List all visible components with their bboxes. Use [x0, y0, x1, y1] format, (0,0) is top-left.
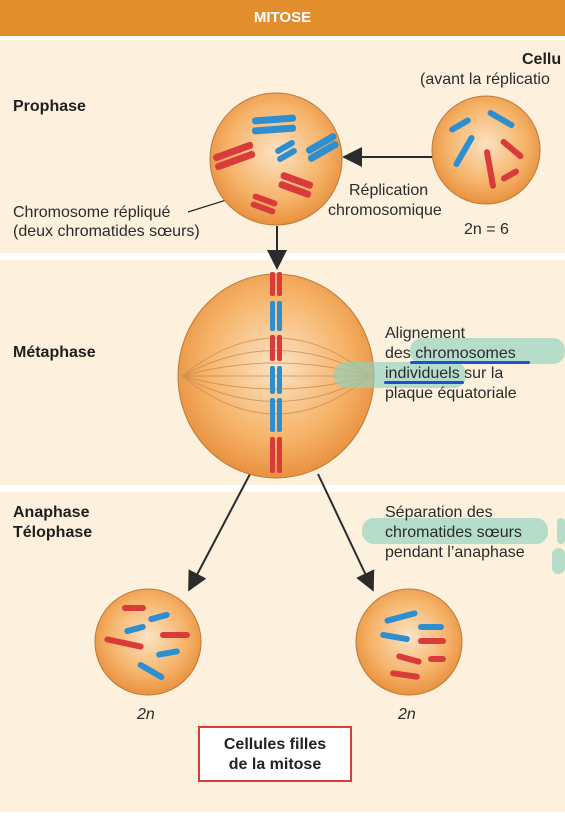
- stage-anaphase: Anaphase: [13, 504, 90, 521]
- stage-metaphase: Métaphase: [13, 344, 96, 361]
- daughter-box-line2: de la mitose: [228, 756, 322, 773]
- underline-individuels: [384, 381, 464, 384]
- daughter-left-ploidy: 2n: [137, 706, 155, 723]
- highlight-chromosomes: [410, 338, 565, 364]
- daughter-cells-box: Cellules filles de la mitose: [198, 726, 352, 782]
- parent-cell-ploidy: 2n = 6: [464, 221, 509, 238]
- separation-line3: pendant l’anaphase: [385, 544, 525, 561]
- parent-cell-title: Cellu: [522, 51, 562, 68]
- underline-chromosomes: [410, 361, 530, 364]
- alignment-line1: Alignement: [385, 325, 466, 342]
- highlight-edge-top: [557, 518, 565, 544]
- stage-prophase: Prophase: [13, 98, 86, 115]
- anaphase-right-arrow: [317, 473, 375, 592]
- daughter-cell-right: [355, 588, 463, 696]
- daughter-cell-left: [94, 588, 202, 696]
- replication-label-line1: Réplication: [349, 182, 429, 199]
- daughter-left-chromosomes: [104, 605, 190, 680]
- parent-cell-chromosomes: [449, 110, 524, 189]
- replication-label-line2: chromosomique: [328, 202, 442, 219]
- replicated-chromosome-line1: Chromosome répliqué: [13, 204, 171, 221]
- highlight-edge-bottom: [552, 548, 565, 574]
- header-title: MITOSE: [0, 0, 565, 36]
- daughter-right-ploidy: 2n: [398, 706, 416, 723]
- parent-cell-subtitle: (avant la réplicatio: [420, 71, 550, 88]
- separation-line1: Séparation des: [385, 504, 493, 521]
- alignment-line4: plaque équatoriale: [385, 385, 517, 402]
- daughter-box-line1: Cellules filles: [223, 736, 327, 753]
- prophase-chromosomes: [213, 114, 339, 215]
- stage-telophase: Télophase: [13, 524, 93, 541]
- anaphase-left-arrow: [188, 473, 251, 592]
- separation-line2: chromatides sœurs: [385, 524, 522, 541]
- replicated-chromosome-line2: (deux chromatides sœurs): [13, 223, 200, 240]
- daughter-right-chromosomes: [380, 610, 446, 680]
- alignment-line3: individuels sur la: [385, 365, 504, 382]
- metaphase-chromosomes: [270, 272, 282, 473]
- highlight-chromatides: [362, 518, 548, 544]
- alignment-line2: des chromosomes: [385, 345, 516, 362]
